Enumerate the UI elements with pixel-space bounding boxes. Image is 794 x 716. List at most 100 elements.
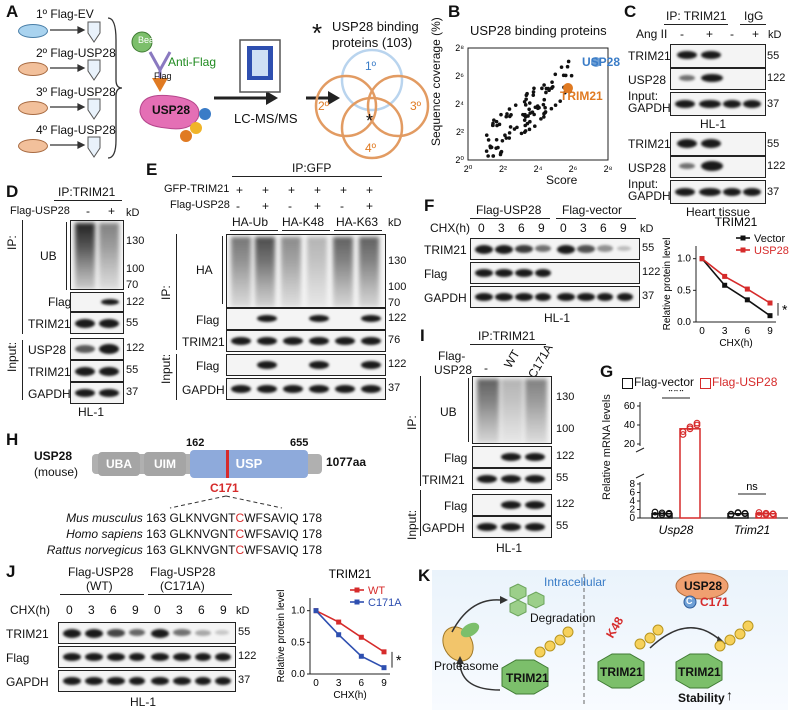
d-blot-trim21 bbox=[70, 312, 124, 334]
e-row-flag-input: Flag bbox=[196, 359, 220, 373]
chart-legend-label: WT bbox=[368, 585, 385, 597]
scatter-point bbox=[553, 72, 558, 77]
g-point bbox=[665, 509, 673, 517]
j-blot-gapdh bbox=[58, 670, 236, 692]
scatter-point bbox=[525, 121, 530, 126]
f-blot-trim21 bbox=[470, 238, 640, 260]
i-kd-122b: 122 bbox=[556, 498, 575, 510]
e-group-hak48: HA-K48 bbox=[282, 215, 325, 229]
scatter-point bbox=[522, 118, 527, 122]
e-flag-sign: - bbox=[288, 199, 292, 213]
chart-point bbox=[358, 653, 364, 659]
scatter-point bbox=[492, 118, 496, 122]
e-row-ha: HA bbox=[196, 263, 213, 277]
scatter-point bbox=[499, 112, 503, 117]
g-category: Trim21 bbox=[734, 523, 770, 537]
chart-point bbox=[381, 649, 387, 655]
g-category: Usp28 bbox=[659, 523, 694, 537]
chart-ylabel: Relative protein level bbox=[276, 590, 287, 683]
h-pos-162: 162 bbox=[186, 437, 205, 449]
j-time-label: 6 bbox=[110, 603, 117, 617]
lcms-label: LC-MS/MS bbox=[234, 111, 298, 126]
g-sig-2: ns bbox=[746, 481, 758, 493]
g-legend-usp28: Flag-USP28 bbox=[712, 375, 778, 389]
venn-star: * bbox=[312, 18, 323, 48]
d-row-trim21-input: TRIM21 bbox=[28, 365, 71, 379]
h-alignment-cys: C bbox=[235, 543, 245, 557]
chart-xtick: 3 bbox=[722, 326, 728, 337]
dish-1 bbox=[18, 24, 48, 38]
scatter-point bbox=[524, 97, 528, 101]
e-gfp-sign: + bbox=[236, 183, 244, 197]
chart-series-line bbox=[701, 258, 771, 317]
h-alignment-cys: C bbox=[235, 511, 245, 525]
e-row-flag: Flag bbox=[196, 313, 220, 327]
e-row-trim21: TRIM21 bbox=[182, 335, 225, 349]
chart-ytick: 1.0 bbox=[291, 606, 305, 617]
c-kd2-122: 122 bbox=[767, 160, 786, 172]
g-axis-break bbox=[635, 447, 645, 453]
d-kd-37: 37 bbox=[126, 386, 139, 398]
g-point bbox=[755, 509, 763, 516]
scatter-xtick: 2⁸ bbox=[604, 164, 613, 174]
c-row2-gapdh: GAPDH bbox=[628, 189, 671, 203]
scatter-point bbox=[496, 145, 500, 150]
chart-xtick: 0 bbox=[313, 678, 319, 689]
scatter-trim21-label: TRIM21 bbox=[560, 89, 603, 103]
venn-title-2: proteins (103) bbox=[332, 35, 413, 50]
i-kd-100: 100 bbox=[556, 423, 575, 435]
h-alignment-species: Mus musculus bbox=[66, 511, 147, 525]
scatter-ytick: 2⁴ bbox=[455, 99, 464, 109]
scatter-point bbox=[512, 127, 517, 131]
scatter-xlabel: Score bbox=[546, 173, 578, 187]
i-row-flag: Flag bbox=[444, 451, 468, 465]
scatter-point bbox=[523, 103, 528, 107]
scatter-xtick: 2⁴ bbox=[534, 164, 543, 174]
e-gfp-sign: + bbox=[340, 183, 348, 197]
h-domain-uba: UBA bbox=[98, 452, 140, 476]
scatter-point bbox=[565, 64, 570, 69]
j-group-2a: Flag-USP28 bbox=[150, 565, 216, 579]
venn-set-3: 3º bbox=[410, 99, 422, 113]
tube-label-1: 1º Flag-EV bbox=[36, 7, 94, 21]
scatter-title: USP28 binding proteins bbox=[470, 23, 607, 38]
scatter-point bbox=[542, 83, 546, 87]
chart-xtick: 0 bbox=[699, 326, 705, 337]
g-point bbox=[769, 510, 777, 518]
venn-set-1: 1º bbox=[365, 59, 377, 73]
panel-label-i: I bbox=[420, 326, 425, 345]
scatter-point bbox=[558, 99, 563, 103]
chart-xtick: 3 bbox=[336, 678, 342, 689]
scatter-point bbox=[522, 130, 527, 134]
c-ip-label: IP: TRIM21 bbox=[666, 9, 727, 23]
chart-title: TRIM21 bbox=[715, 215, 758, 229]
scatter-point bbox=[528, 119, 532, 124]
j-group-2b: (C171A) bbox=[160, 579, 205, 593]
flag-tag-label: Flag bbox=[154, 71, 172, 81]
f-kd-122: 122 bbox=[642, 266, 661, 278]
g-ytick: 8 bbox=[629, 479, 635, 490]
scatter-point bbox=[513, 103, 518, 107]
k-stability: Stability bbox=[678, 691, 725, 705]
d-kd-55a: 55 bbox=[126, 317, 139, 329]
e-gfp-sign: + bbox=[314, 183, 322, 197]
chart-point bbox=[336, 619, 342, 625]
d-row-usp28: USP28 bbox=[28, 343, 67, 357]
e-blot-ha bbox=[226, 234, 386, 308]
d-kd-130: 130 bbox=[126, 235, 145, 247]
g-legend-vector-swatch bbox=[622, 378, 633, 389]
h-protein: USP28 bbox=[34, 449, 73, 463]
k-trim21-left: TRIM21 bbox=[506, 671, 549, 685]
f-kd-55: 55 bbox=[642, 242, 655, 254]
h-alignment-species: Rattus norvegicus bbox=[46, 543, 147, 557]
scatter-point bbox=[504, 114, 509, 119]
f-group-vector: Flag-vector bbox=[562, 203, 623, 217]
scatter-point bbox=[559, 65, 564, 69]
g-point bbox=[727, 511, 735, 518]
c-kd-55: 55 bbox=[767, 50, 780, 62]
g-sig-1: *** bbox=[668, 390, 685, 399]
j-kd-55: 55 bbox=[238, 626, 251, 638]
tube-label-4: 4º Flag-USP28 bbox=[36, 123, 116, 137]
i-row-ub: UB bbox=[440, 405, 457, 419]
